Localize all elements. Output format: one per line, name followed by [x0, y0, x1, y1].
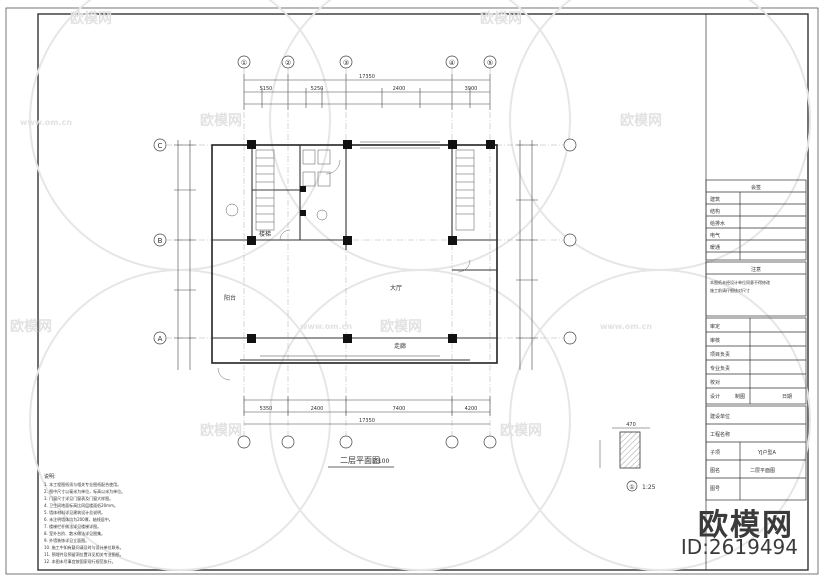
tb-bottom-a: 制图 — [735, 393, 745, 400]
watermark-text-3: 欧模网 — [200, 113, 242, 129]
tb-drawing-label: 图名 — [710, 467, 720, 474]
watermark-text-7: 欧模网 — [200, 423, 242, 439]
detail-dim: 470 — [626, 422, 636, 428]
footer-id: ID:2619494 — [680, 535, 798, 559]
watermark-text-5: 欧模网 — [10, 319, 52, 335]
tb-row-c-5: 校对 — [710, 379, 720, 386]
dim-top-2: 5250 — [311, 86, 324, 92]
axis-top-1: ① — [241, 59, 247, 67]
watermark-text-1: 欧模网 — [70, 11, 112, 27]
tb-section-b: 注意 — [751, 266, 761, 273]
tb-row-c-1: 审定 — [710, 323, 720, 330]
general-notes: 说明: 1. 本工程图纸须与相关专业图纸配合使用。 2. 图中尺寸以毫米为单位，… — [44, 473, 125, 564]
room-main-label: 大厅 — [390, 284, 402, 292]
tb-row-a-5: 暖通 — [710, 244, 720, 251]
axis-top-4: ④ — [449, 59, 455, 67]
axis-left-c: C — [158, 142, 163, 150]
note-3: 3. 门窗尺寸详见门窗表及门窗大样图。 — [44, 495, 113, 501]
watermark-url-3: www.om.cn — [600, 322, 653, 331]
dim-top-1: 5150 — [260, 86, 273, 92]
tb-client-label: 建设单位 — [710, 413, 730, 420]
dim-bottom-4: 4200 — [465, 406, 478, 412]
dim-top-3: 2400 — [393, 86, 406, 92]
dim-bottom-total: 17350 — [359, 418, 375, 424]
watermark-url-2: www.om.cn — [300, 322, 353, 331]
sheet-frame-outer — [5, 7, 819, 575]
tb-sub-value: YJ户型A — [757, 449, 777, 456]
note-6: 6. 未注明墙体均为200厚，轴线居中。 — [44, 516, 113, 522]
wall-detail — [599, 427, 650, 492]
axis-left-b: B — [158, 237, 163, 245]
tb-row-c-4: 专业负责 — [710, 365, 730, 372]
plan-scale: 1:100 — [372, 458, 389, 465]
sheet-frame-inner — [37, 13, 809, 571]
corridor-label: 走廊 — [394, 342, 406, 350]
axis-top-2: ② — [285, 59, 291, 67]
tb-bottom-b: 日期 — [782, 394, 792, 400]
detail-scale: 1:25 — [642, 484, 656, 491]
tb-project-label: 工程名称 — [710, 431, 730, 438]
stair-label: 楼梯 — [259, 230, 271, 238]
tb-stamp-label: 图号 — [710, 486, 720, 492]
balcony-label: 阳台 — [224, 294, 236, 302]
axis-top-5: ⑤ — [487, 59, 493, 67]
watermark-text-6: 欧模网 — [380, 319, 422, 335]
tb-row-c-6: 设计 — [710, 393, 720, 400]
note-11: 11. 预埋件及预留洞位置详见相关专业图纸。 — [44, 551, 124, 557]
floor-plan — [153, 55, 577, 449]
watermark-text-2: 欧模网 — [480, 11, 522, 27]
note-9: 9. 外墙装饰详见立面图。 — [44, 537, 89, 543]
detail-label: ① — [629, 484, 634, 491]
tb-note-b-2: 施工前请仔细核对尺寸 — [710, 287, 750, 293]
dim-bottom-2: 2400 — [311, 406, 324, 412]
plan-title: 二层平面图 — [340, 456, 380, 465]
watermark-circles — [29, 0, 811, 571]
tb-row-c-3: 项目负责 — [710, 351, 730, 358]
axis-top-3: ③ — [343, 59, 349, 67]
tb-drawing-value: 二层平面图 — [750, 468, 775, 474]
note-1: 1. 本工程图纸须与相关专业图纸配合使用。 — [44, 481, 121, 487]
tb-note-b-1: 本图纸未经设计单位同意不得修改 — [710, 279, 770, 285]
tb-row-a-4: 电气 — [710, 232, 720, 239]
tb-sub-label: 子项 — [710, 449, 720, 456]
title-block — [705, 14, 807, 570]
dim-overall-top: 17350 — [359, 74, 375, 80]
dim-bottom-1: 5350 — [260, 406, 273, 412]
note-5: 5. 墙体材料详见建筑设计总说明。 — [44, 509, 105, 515]
note-12: 12. 本图未尽事宜按国家现行规范执行。 — [44, 558, 116, 564]
tb-row-a-2: 结构 — [710, 208, 720, 215]
tb-row-a-1: 建筑 — [710, 196, 720, 203]
note-10: 10. 施工中如有疑问请及时与设计单位联系。 — [44, 544, 124, 550]
tb-row-a-3: 给排水 — [710, 220, 725, 227]
note-8: 8. 室外台阶、散水做法详见图集。 — [44, 530, 105, 536]
note-2: 2. 图中尺寸以毫米为单位，标高以米为单位。 — [44, 488, 125, 494]
watermark-text-4: 欧模网 — [620, 113, 662, 129]
note-4: 4. 卫生间地面标高比同层楼面低20mm。 — [44, 502, 118, 508]
axis-left-a: A — [158, 335, 163, 343]
watermark-url-1: www.om.cn — [20, 118, 73, 127]
notes-heading: 说明: — [44, 473, 56, 480]
footer-brand: 欧模网 — [698, 508, 794, 543]
dim-bottom-3: 7400 — [393, 406, 406, 412]
tb-section-a: 会签 — [751, 184, 761, 191]
dim-top-4: 3900 — [465, 86, 478, 92]
watermark-text-8: 欧模网 — [500, 423, 542, 439]
tb-row-c-2: 审核 — [710, 337, 720, 344]
note-7: 7. 楼梯栏杆做法详见楼梯详图。 — [44, 523, 101, 529]
